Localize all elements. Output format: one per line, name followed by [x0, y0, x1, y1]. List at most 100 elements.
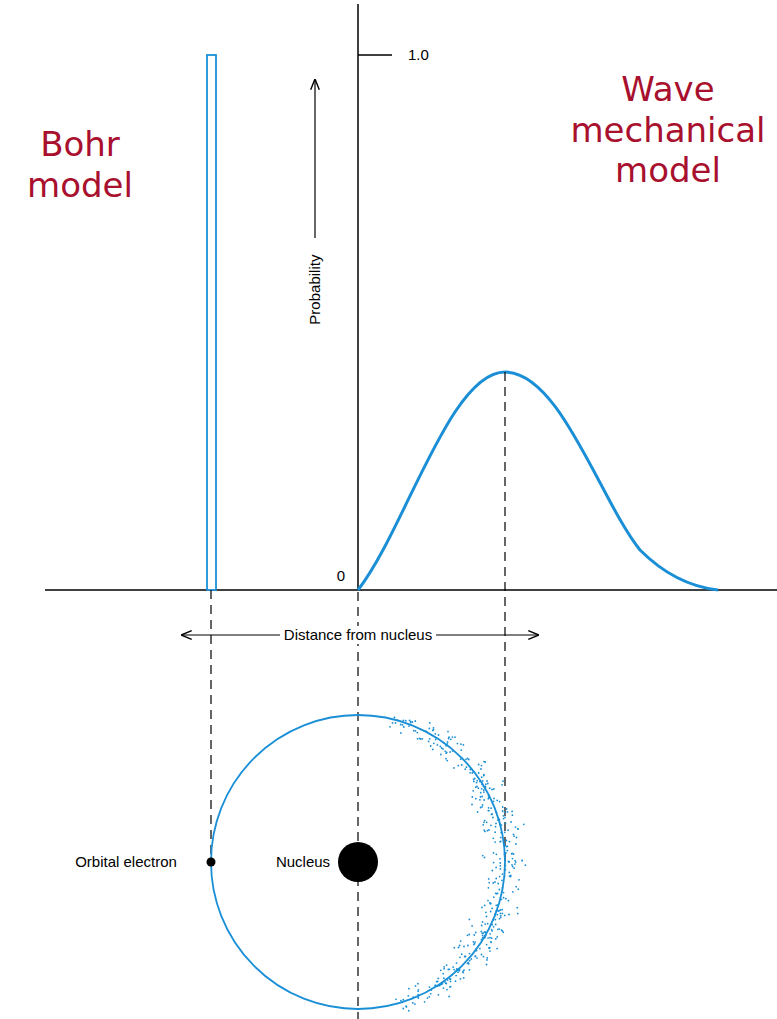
cloud-dot [508, 900, 510, 902]
x-axis [45, 589, 777, 591]
cloud-dot [500, 837, 502, 839]
cloud-dot [467, 945, 469, 947]
cloud-dot [483, 956, 485, 958]
cloud-dot [505, 898, 507, 900]
cloud-dot [486, 916, 488, 918]
cloud-dot [469, 768, 471, 770]
cloud-dot [442, 973, 444, 975]
cloud-dot [466, 766, 468, 768]
cloud-dot [460, 758, 462, 760]
cloud-dot [517, 828, 519, 830]
cloud-dot [496, 948, 498, 950]
cloud-dot [442, 982, 444, 984]
part-label: Nucleus [276, 853, 330, 870]
cloud-dot [479, 948, 481, 950]
cloud-dot [471, 796, 473, 798]
cloud-dot [447, 731, 449, 733]
cloud-dot [446, 964, 448, 966]
cloud-dot [501, 879, 503, 881]
cloud-dot [481, 783, 483, 785]
cloud-dot [489, 902, 491, 904]
cloud-dot [483, 799, 485, 801]
cloud-dot [479, 799, 481, 801]
cloud-dot [389, 726, 391, 728]
cloud-dot [491, 789, 493, 791]
cloud-dot [402, 999, 404, 1001]
cloud-dot [513, 835, 515, 837]
cloud-dot [517, 888, 519, 890]
cloud-dot [500, 868, 502, 870]
cloud-dot [416, 732, 418, 734]
cloud-dot [457, 743, 459, 745]
model-label: Wave mechanical model [568, 69, 768, 191]
cloud-dot [430, 745, 432, 747]
cloud-dot [463, 946, 465, 948]
cloud-dot [481, 907, 483, 909]
cloud-dot [429, 722, 431, 724]
cloud-dot [473, 934, 475, 936]
cloud-dot [488, 882, 490, 884]
cloud-dot [478, 764, 480, 766]
cloud-dot [499, 801, 501, 803]
cloud-dot [488, 887, 490, 889]
cloud-dot [517, 913, 519, 915]
cloud-dot [516, 837, 518, 839]
cloud-dot [493, 926, 495, 928]
cloud-dot [481, 939, 483, 941]
cloud-dot [518, 879, 520, 881]
cloud-dot [481, 925, 483, 927]
cloud-dot [490, 807, 492, 809]
cloud-dot [495, 938, 497, 940]
cloud-dot [493, 862, 495, 864]
cloud-dot [480, 931, 482, 933]
cloud-dot [412, 721, 414, 723]
cloud-dot [515, 886, 517, 888]
cloud-dot [490, 941, 492, 943]
cloud-dot [447, 741, 449, 743]
cloud-dot [483, 791, 485, 793]
cloud-dot [489, 947, 491, 949]
cloud-dot [458, 947, 460, 949]
cloud-dot [486, 944, 488, 946]
cloud-dot [427, 997, 429, 999]
electron-dot [207, 858, 216, 867]
cloud-dot [495, 892, 497, 894]
cloud-dot [514, 863, 516, 865]
cloud-dot [515, 843, 517, 845]
cloud-dot [495, 826, 497, 828]
cloud-dot [433, 729, 435, 731]
cloud-dot [511, 811, 513, 813]
axis-label: Distance from nucleus [280, 626, 436, 643]
cloud-dot [395, 998, 397, 1000]
cloud-dot [424, 1001, 426, 1003]
cloud-dot [515, 861, 517, 863]
cloud-dot [499, 819, 501, 821]
cloud-dot [474, 956, 476, 958]
cloud-dot [415, 985, 417, 987]
cloud-dot [476, 950, 478, 952]
cloud-dot [495, 867, 497, 869]
cloud-dot [505, 852, 507, 854]
cloud-dot [494, 831, 496, 833]
cloud-dot [509, 841, 511, 843]
cloud-dot [397, 719, 399, 721]
cloud-dot [501, 784, 503, 786]
cloud-dot [515, 826, 517, 828]
cloud-dot [499, 823, 501, 825]
cloud-dot [495, 823, 497, 825]
cloud-dot [488, 797, 490, 799]
cloud-dot [465, 956, 467, 958]
cloud-dot [493, 852, 495, 854]
cloud-dot [494, 841, 496, 843]
cloud-dot [496, 811, 498, 813]
cloud-dot [481, 788, 483, 790]
cloud-dot [488, 947, 490, 949]
cloud-dot [445, 758, 447, 760]
cloud-dot [400, 732, 402, 734]
cloud-dot [472, 790, 474, 792]
cloud-dot [438, 994, 440, 996]
cloud-dot [443, 977, 445, 979]
cloud-dot [458, 968, 460, 970]
tick-label: 0 [337, 567, 345, 584]
cloud-dot [417, 738, 419, 740]
